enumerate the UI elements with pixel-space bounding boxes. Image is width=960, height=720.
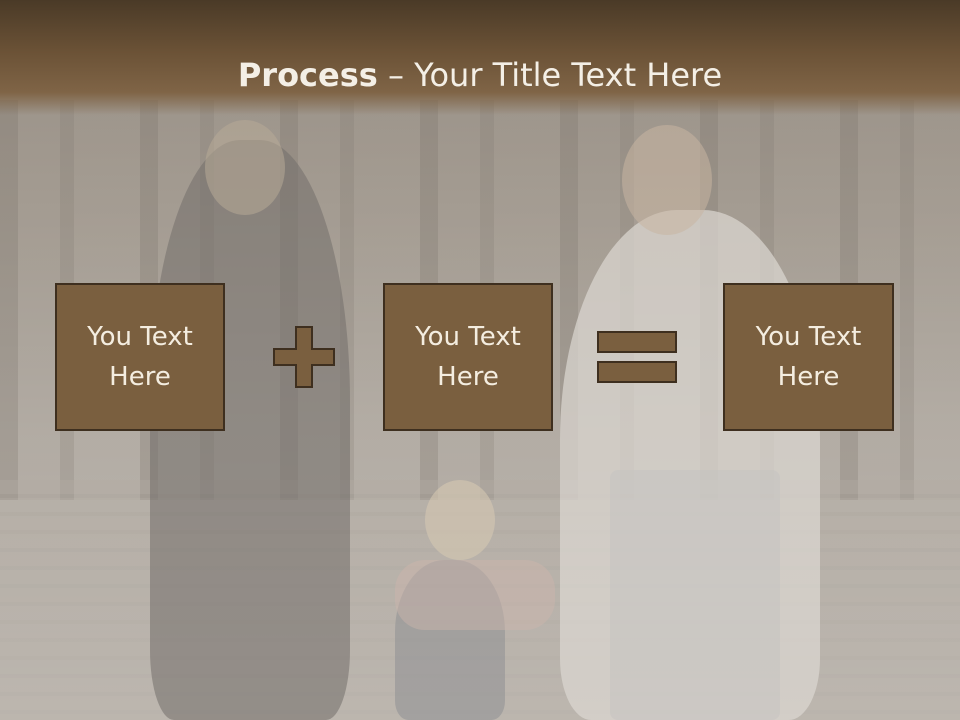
slide-title: Process – Your Title Text Here (0, 52, 960, 98)
child-shirt (395, 560, 555, 630)
process-box-3-line1: You Text (755, 322, 862, 352)
process-box-2[interactable]: You Text Here (383, 283, 553, 431)
process-box-2-line1: You Text (415, 322, 521, 352)
process-box-1[interactable]: You Text Here (55, 283, 225, 431)
process-box-1-line2: Here (109, 362, 171, 392)
woman-head (205, 120, 285, 215)
process-box-1-line1: You Text (87, 322, 193, 352)
process-box-2-line2: Here (437, 362, 499, 392)
process-box-1-text: You Text Here (75, 317, 205, 397)
child-figure (395, 560, 505, 720)
process-box-3[interactable]: You Text Here (723, 283, 894, 431)
process-box-2-text: You Text Here (403, 317, 533, 397)
child-head (425, 480, 495, 560)
title-rest: – Your Title Text Here (377, 56, 723, 94)
process-box-3-text: You Text Here (744, 317, 874, 397)
title-bold: Process (237, 56, 378, 94)
plus-icon (273, 326, 335, 388)
man-head (622, 125, 712, 235)
equals-icon (597, 331, 677, 383)
title-bar (0, 0, 960, 115)
process-box-3-line2: Here (777, 362, 840, 392)
